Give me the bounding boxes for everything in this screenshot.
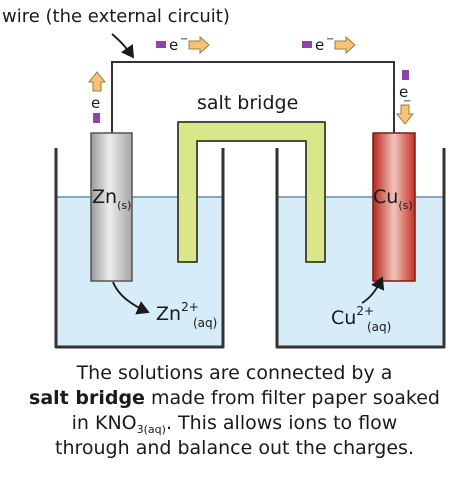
zinc-ion-label: Zn2+(aq)	[156, 300, 217, 330]
salt-bridge	[177, 121, 326, 263]
caption-line-4: through and balance out the charges.	[55, 437, 414, 459]
electron-dot	[302, 41, 312, 48]
electron-label: e	[315, 36, 324, 54]
caption-line-3-post: . This allows ions to flow	[165, 412, 398, 434]
caption-line-3: in KNO3(aq). This allows ions to flow	[0, 411, 469, 436]
electron-label: e	[169, 36, 178, 54]
electron-dot	[156, 41, 166, 48]
electron-arrow-icon	[334, 35, 356, 55]
electron-label: e	[91, 94, 100, 112]
caption-line-1: The solutions are connected by a	[76, 362, 393, 384]
electron-charge: −	[326, 34, 334, 45]
electron-flow-right-down: e −	[395, 70, 415, 125]
electron-flow-top-right: e −	[302, 34, 356, 55]
electron-dot	[402, 70, 409, 80]
electron-arrow-up-icon	[87, 71, 107, 92]
electron-arrow-down-icon	[395, 104, 415, 125]
caption-line-3-sub: 3(aq)	[136, 423, 166, 436]
salt-bridge-label: salt bridge	[197, 92, 298, 114]
galvanic-cell-diagram: e − e − e − e − wire (the external circu…	[2, 6, 446, 349]
electron-arrow-icon	[188, 35, 210, 55]
external-wire	[111, 61, 395, 133]
copper-ion-label: Cu2+(aq)	[331, 304, 391, 334]
zinc-ion-arrow	[112, 281, 150, 315]
copper-electrode-label: Cu(s)	[373, 186, 413, 212]
copper-electrode	[372, 132, 416, 282]
caption: The solutions are connected by a salt br…	[0, 361, 469, 461]
electron-flow-left-up: e −	[87, 71, 107, 123]
caption-line-2: salt bridge made from filter paper soake…	[0, 386, 469, 411]
wire-pointer-arrow	[111, 33, 135, 59]
copper-ion-arrow	[361, 276, 385, 304]
caption-line-2-rest: made from filter paper soaked	[144, 387, 440, 409]
electron-dot	[93, 113, 100, 123]
zinc-electrode	[90, 132, 133, 282]
electron-label: e	[399, 83, 408, 101]
electron-charge: −	[180, 34, 188, 45]
left-beaker	[54, 148, 225, 349]
caption-line-3-pre: in KNO	[71, 412, 137, 434]
caption-salt-bridge-term: salt bridge	[29, 387, 145, 409]
electron-flow-top-left: e −	[156, 34, 210, 55]
electron-charge: −	[403, 96, 411, 107]
zinc-electrode-label: Zn(s)	[92, 186, 131, 212]
right-beaker	[275, 148, 446, 349]
right-solution	[277, 197, 444, 347]
wire-label: wire (the external circuit)	[2, 6, 230, 27]
